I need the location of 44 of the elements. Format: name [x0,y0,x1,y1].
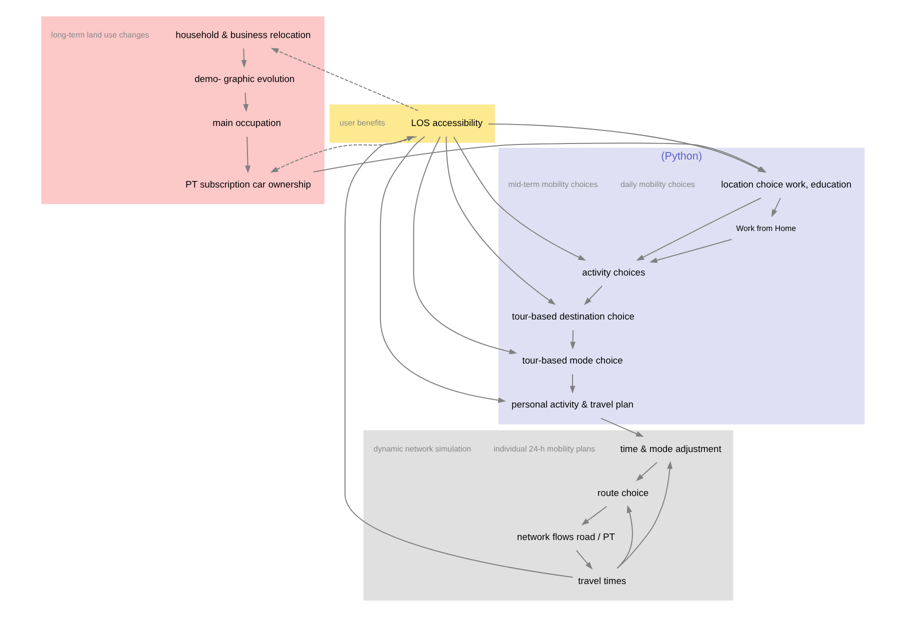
cluster [41,16,324,204]
arrow [243,92,249,112]
node-text: personal activity & travel plan [512,400,634,410]
node-text: PT subscription car ownership [186,179,311,190]
arrow [600,418,644,437]
label: individual 24-h mobility plans [494,444,596,454]
label: mid-term mobility choices [508,180,598,190]
arrow [584,286,602,306]
label: user benefits [340,118,386,128]
node-text: route choice [598,488,649,498]
node-text: time & mode adjustment [620,444,722,454]
arrow [270,48,418,112]
node-text: tour-based destination choice [512,312,634,322]
arrow [576,550,593,570]
node-text: travel times [578,576,626,586]
arrow [616,460,673,569]
label: daily mobility choices [620,180,696,190]
arrow [446,136,556,305]
arrow [413,136,518,354]
arrow [570,374,576,394]
node-text: network flows road / PT [517,532,616,542]
arrow [241,48,247,68]
arrow [771,198,781,218]
node-text: LOS accessibility [411,118,483,128]
node-text: location choice work, education [721,179,852,190]
arrow [616,504,633,569]
arrow [581,506,607,526]
arrow [344,136,573,578]
node-text: main occupation [212,118,281,128]
node-text: demo- graphic evolution [194,74,295,84]
arrow [380,136,506,403]
arrow [245,136,251,174]
arrow [636,462,658,482]
node-text: Work from Home [736,224,796,234]
node-text: household & business relocation [176,30,311,40]
arrow [453,136,586,261]
arrow [570,330,576,350]
arrow [270,136,417,173]
label: dynamic network simulation [374,444,472,454]
label: long-term land use changes [51,30,150,40]
arrow [636,198,762,261]
arrow [649,238,732,263]
node-text: tour-based mode choice [522,356,623,366]
node-text: activity choices [582,268,646,278]
